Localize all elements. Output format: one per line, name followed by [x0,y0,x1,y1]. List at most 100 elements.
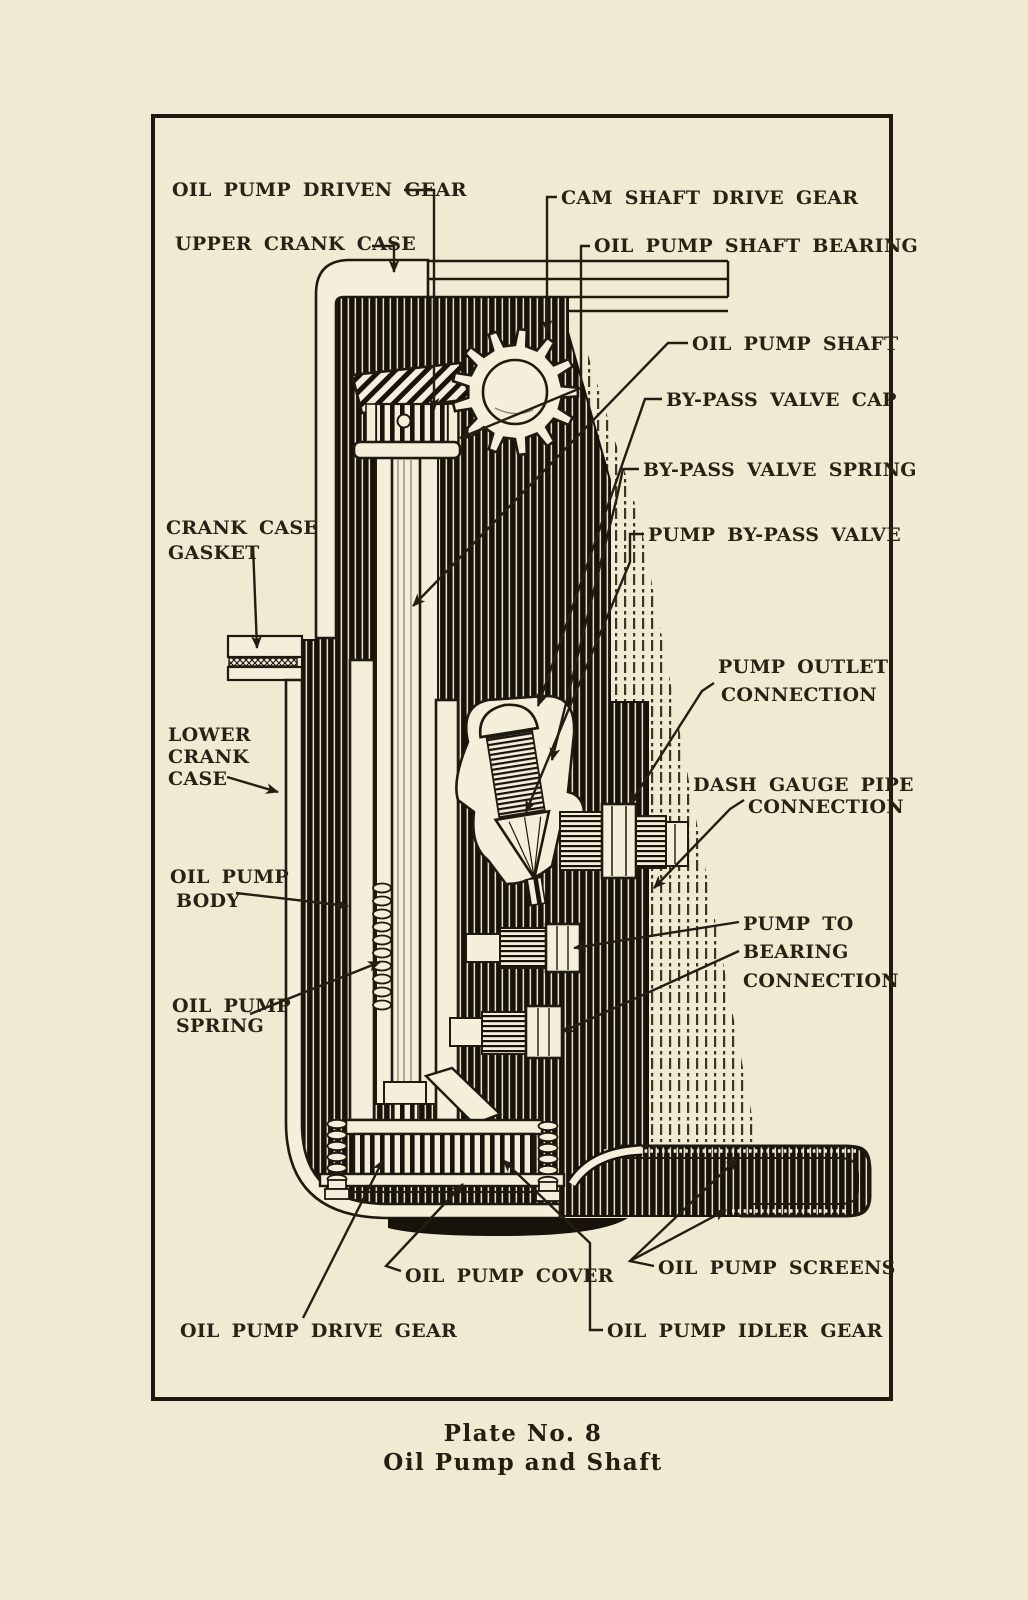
crank-case-gasket-leader-line [251,545,263,649]
oil-pump-shaft-label: OIL PUMP SHAFT [412,333,898,607]
upper-crank-case-text: UPPER CRANK CASE [175,233,416,255]
oil-pump-body-wall-right [434,698,460,1122]
oil-pump-body-wall-left [348,658,376,1122]
pump-outlet-connection-text: CONNECTION [721,684,877,706]
pump-outlet-connection-text: PUMP OUTLET [718,656,888,678]
cover-bolt-spring-right [537,1120,559,1187]
dash-gauge-pipe-connection-text: CONNECTION [748,796,904,818]
crank-case-joint [226,634,304,682]
oil-pump-driven-gear-leader-line [404,188,440,411]
lower-crank-case-text: CASE [168,768,227,790]
lower-crank-case-leader-line [226,775,279,794]
oil-pump-cover-leader-line [383,1183,464,1273]
by-pass-valve-cap-dome [478,703,540,739]
shaft-bearing-flange [352,440,462,460]
pump-to-bearing-connection-text: BEARING [743,941,849,963]
oil-pump-drive-gear-text: OIL PUMP DRIVE GEAR [180,1320,457,1342]
upper-crank-case-wall [314,258,430,640]
oil-pump-shaft-bearing-text: OIL PUMP SHAFT BEARING [594,235,918,257]
oil-pump-cover-plate [318,1172,566,1188]
crank-case-gasket-strip [228,657,298,667]
oil-pump-idler-gear-leader-line [502,1159,603,1332]
by-pass-valve-spring-coil [485,729,546,819]
pump-by-pass-valve-label: PUMP BY-PASS VALVE [524,524,901,813]
pan-inlet-curve [569,1146,643,1186]
oil-pump-body-text: OIL PUMP [170,866,289,888]
cover-bolt-right [535,1190,561,1202]
pump-to-bearing-connection-text: CONNECTION [743,970,899,992]
dash-gauge-nut [665,821,689,867]
oil-pump-screens-text: OIL PUMP SCREENS [658,1257,896,1279]
oil-pump-screens-leader-line [629,1208,727,1263]
oil-pump-screens-label: OIL PUMP SCREENS [627,1157,896,1279]
oil-pump-shaft-bearing-housing [428,259,730,313]
oil-pump-drive-and-idler-gears [352,1132,536,1176]
plate-title: Oil Pump and Shaft [383,1449,663,1476]
pump-to-bearing-fittings [449,922,582,1060]
oil-pump-cover-label: OIL PUMP COVER [383,1183,614,1287]
oil-pump-spring-leader-line [249,960,381,1016]
plate-border-frame [151,114,893,1401]
cover-bolt-left [324,1188,350,1200]
cam-shaft-drive-gear-leader-line [541,195,557,333]
lower-crank-case-text: CRANK [168,746,250,768]
pump-by-pass-valve-text: PUMP BY-PASS VALVE [648,524,901,546]
upper-crank-case-label: UPPER CRANK CASE [175,233,416,273]
bearing-fitting-lower-hex [524,1004,564,1060]
valve-stem [524,876,547,907]
lower-crank-case-wall [284,678,562,1220]
cam-shaft-drive-gear-text: CAM SHAFT DRIVE GEAR [561,187,858,209]
oil-pump-drive-gear-label: OIL PUMP DRIVE GEAR [180,1159,457,1342]
oil-pump-spring-text: OIL PUMP [172,995,291,1017]
oil-pump-shaft-rod [390,456,422,1106]
oil-pan [566,1144,872,1218]
oil-pump-spring-text: SPRING [176,1015,264,1037]
by-pass-valve-cap-text: BY-PASS VALVE CAP [666,389,897,411]
by-pass-valve-cap-leader-line [536,397,662,707]
lower-crank-case-text: LOWER [168,724,251,746]
pump-outlet-connection-label: PUMP OUTLET CONNECTION [628,656,888,805]
pump-to-bearing-connection-text: PUMP TO [743,913,854,935]
outlet-hex-nut [600,802,638,880]
gear-housing-top-plate [344,1118,544,1136]
crank-case-gasket-text: GASKET [168,542,260,564]
oil-pump-cover-text: OIL PUMP COVER [405,1265,614,1287]
crank-case-gasket-label: CRANK CASE GASKET [166,517,318,649]
oil-pump-shaft-bearing-leader-line [459,244,590,440]
by-pass-valve-cap-label: BY-PASS VALVE CAP [536,389,897,707]
crank-case-gasket-text: CRANK CASE [166,517,318,539]
oil-pump-spring-coil [372,882,392,1011]
oil-pump-shaft-leader-line [412,341,688,607]
cam-shaft-drive-gear-label: CAM SHAFT DRIVE GEAR [541,187,858,333]
pump-to-bearing-connection-leader-line [573,920,740,952]
oil-pump-gear-housing [318,1066,566,1202]
oil-pump-body-text: BODY [176,890,240,912]
oil-pump-body-leader-line [235,891,349,911]
oil-pump-driven-gear-text: OIL PUMP DRIVEN GEAR [172,179,467,201]
pump-by-pass-valve-leader-line [524,532,644,813]
by-pass-valve-spring-text: BY-PASS VALVE SPRING [643,459,917,481]
pump-to-bearing-connection-label: PUMP TO BEARING CONNECTION [561,913,899,1034]
oil-pump-driven-gear-label: OIL PUMP DRIVEN GEAR [172,179,467,411]
dash-gauge-pipe-connection-leader-line [653,798,745,889]
oil-pump-drive-gear-leader-line [301,1159,385,1319]
suction-passage [423,1066,503,1126]
oil-pump-shaft-bearing-label: OIL PUMP SHAFT BEARING [459,235,918,440]
pump-outlet-connection-fittings [559,802,689,880]
dash-gauge-pipe-fitting [635,815,667,869]
by-pass-valve-assembly [455,694,586,907]
oil-pump-idler-gear-text: OIL PUMP IDLER GEAR [607,1320,883,1342]
pump-to-bearing-connection-leader-line [561,949,740,1034]
oil-pump-idler-gear-label: OIL PUMP IDLER GEAR [502,1159,883,1342]
hub-pin-hole [396,413,412,429]
dash-gauge-pipe-connection-text: DASH GAUGE PIPE [693,774,914,796]
driven-gear-hub [374,402,450,444]
by-pass-valve-spring-leader-line [549,467,639,761]
shaft-lower-collar [383,1081,427,1105]
plate-number: Plate No. 8 [443,1420,603,1447]
